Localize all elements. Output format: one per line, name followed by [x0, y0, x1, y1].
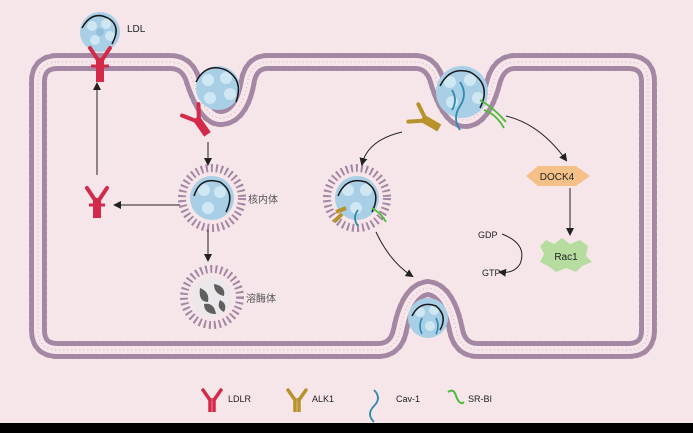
legend-item-srbi: SR-BI: [447, 389, 492, 405]
alk1-legend-icon: [286, 388, 308, 412]
rac1-label: Rac1: [554, 252, 578, 263]
ldlr-legend-icon: [201, 388, 223, 412]
lysosome-label: 溶酶体: [246, 292, 276, 305]
gdp-label: GDP: [478, 230, 498, 240]
rac1-node: Rac1: [540, 238, 592, 272]
pathway-arrows: [93, 82, 574, 278]
ldlr-receptor-icon: [88, 46, 112, 82]
srbi-pit-icon: [479, 99, 507, 129]
legend-label: SR-BI: [468, 394, 492, 404]
ldlr-receptor-pit-icon: [180, 102, 211, 137]
ldl-particle-exocytosis: [408, 298, 448, 338]
dock4-node: DOCK4: [526, 166, 590, 186]
ldl-label: LDL: [127, 24, 146, 35]
ldl-particle-pit-left: [195, 66, 240, 110]
lysosome: [180, 265, 244, 329]
srbi-legend-icon: [447, 389, 465, 405]
ldlr-recycled-icon: [85, 186, 109, 218]
legend-label: Cav-1: [396, 394, 420, 404]
legend-item-cav1: Cav-1: [369, 389, 420, 423]
cell-membrane: [29, 53, 657, 359]
legend-label: ALK1: [312, 394, 334, 404]
ldl-particle-pit-right: [436, 66, 488, 118]
endosome: [178, 164, 246, 232]
legend-label: LDLR: [228, 394, 252, 404]
gdp-gtp-arrow: [498, 233, 523, 277]
transcytotic-vesicle: [323, 164, 391, 232]
cav1-pit-icon: [451, 81, 465, 131]
endosome-label: 核内体: [248, 193, 278, 206]
ldl-transcytosis-diagram: LDL 核内体 溶酶体: [29, 12, 657, 423]
legend: LDLR ALK1 Cav-1 SR-BI: [201, 388, 492, 423]
ldl-particle-top-left: [80, 12, 120, 52]
legend-item-ldlr: LDLR: [201, 388, 252, 412]
legend-item-alk1: ALK1: [286, 388, 334, 412]
gtp-label: GTP: [482, 268, 501, 278]
bottom-black-bar: [0, 423, 693, 433]
alk1-receptor-pit-icon: [406, 102, 442, 132]
dock4-label: DOCK4: [540, 172, 575, 183]
cav1-legend-icon: [369, 389, 379, 423]
